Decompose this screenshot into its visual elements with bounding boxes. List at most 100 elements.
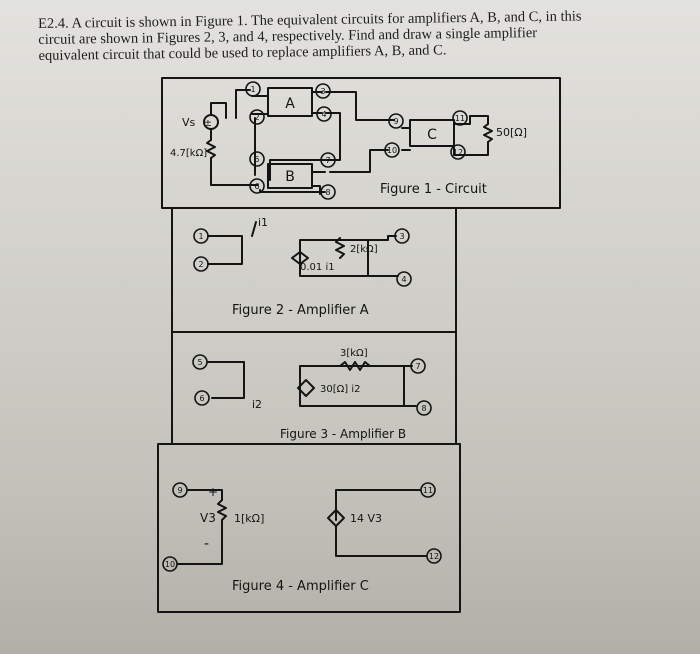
node-label: 8	[325, 188, 330, 197]
figure3-caption: Figure 3 - Amplifier B	[280, 427, 406, 441]
node-label: 12	[429, 552, 439, 561]
fig4-node-12	[426, 548, 442, 564]
figure1-frame	[161, 77, 561, 209]
current-i1-label: i1	[258, 216, 268, 229]
fig4-node-11	[420, 482, 436, 498]
amp-c-box	[409, 119, 455, 147]
amp-b-box	[267, 163, 313, 189]
node-markers	[162, 81, 468, 572]
source-label: Vs	[182, 116, 196, 129]
node-3	[315, 83, 331, 99]
node-label: 12	[453, 148, 463, 157]
node-5	[249, 151, 265, 167]
voltage-v3-label: V3	[200, 511, 216, 525]
node-1	[245, 81, 261, 97]
node-4	[316, 106, 332, 122]
load-resistor	[483, 123, 493, 143]
amp-c-input-wire	[187, 489, 223, 501]
node-7	[320, 152, 336, 168]
node-label: 1	[250, 85, 255, 94]
wire	[329, 149, 389, 173]
node-11	[452, 110, 468, 126]
node-10	[384, 142, 400, 158]
node-label: 1	[198, 232, 203, 241]
node-label: 2	[198, 260, 203, 269]
node-label: 9	[393, 117, 398, 126]
amp-a-box	[267, 87, 313, 117]
node-6	[249, 178, 265, 194]
node-12	[450, 144, 466, 160]
load-label: 50[Ω]	[496, 126, 527, 139]
dependent-source-label: 30[Ω] i2	[320, 384, 361, 395]
wire	[335, 525, 427, 557]
amp-a-resistor	[335, 237, 345, 259]
amp-a-resistor-label: 2[kΩ]	[350, 244, 378, 255]
node-label: 6	[199, 394, 204, 403]
dependent-source-label: 0.01 i1	[300, 262, 335, 273]
node-label: 10	[387, 146, 397, 155]
node-label: 8	[421, 404, 426, 413]
amp-c-label: C	[427, 127, 437, 143]
wire	[177, 519, 223, 565]
dependent-current-source	[291, 251, 309, 265]
fig3-node-5	[192, 354, 208, 370]
fig2-node-4	[396, 271, 412, 287]
node-9	[388, 113, 404, 129]
figure1-caption: Figure 1 - Circuit	[380, 182, 487, 197]
source-polarity: ±	[204, 118, 212, 129]
wire	[367, 235, 397, 241]
source-resistor-label: 4.7[kΩ]	[170, 148, 207, 159]
node-label: 5	[197, 358, 202, 367]
plus-sign: +	[208, 485, 218, 499]
node-label: 2	[254, 113, 259, 122]
fig3-node-7	[410, 358, 426, 374]
fig4-node-9	[172, 482, 188, 498]
current-arrow	[251, 221, 257, 237]
figure2-caption: Figure 2 - Amplifier A	[232, 303, 369, 318]
minus-sign: -	[204, 536, 209, 552]
amp-b-label: B	[285, 169, 295, 185]
node-label: 10	[165, 560, 175, 569]
dependent-source-label: 14 V3	[350, 512, 382, 525]
amp-b-input-wire	[207, 361, 245, 399]
node-label: 3	[399, 232, 404, 241]
node-label: 4	[401, 275, 406, 284]
figure4-caption: Figure 4 - Amplifier C	[232, 579, 369, 594]
source-resistor	[206, 139, 216, 159]
amp-c-resistor	[217, 499, 227, 521]
dependent-voltage-source	[297, 379, 315, 397]
node-label: 7	[415, 362, 420, 371]
node-label: 5	[254, 155, 259, 164]
node-8	[320, 184, 336, 200]
fig2-node-3	[394, 228, 410, 244]
amp-a-label: A	[285, 96, 295, 112]
node-label: 3	[320, 87, 325, 96]
fig2-node-1	[193, 228, 209, 244]
node-2	[249, 109, 265, 125]
wire	[453, 141, 489, 156]
fig3-node-6	[194, 390, 210, 406]
wire	[259, 189, 326, 193]
amp-a-output-loop	[299, 239, 369, 277]
node-label: 6	[254, 182, 259, 191]
fig3-node-8	[416, 400, 432, 416]
amp-a-input-wire	[207, 235, 243, 265]
amp-c-resistor-label: 1[kΩ]	[234, 512, 264, 525]
fig2-node-2	[193, 256, 209, 272]
wire	[269, 112, 341, 181]
node-label: 9	[177, 486, 182, 495]
wire	[325, 91, 395, 121]
node-label: 11	[455, 114, 465, 123]
amp-b-resistor-label: 3[kΩ]	[340, 348, 368, 359]
current-i2-label: i2	[252, 398, 262, 411]
node-label: 11	[423, 486, 433, 495]
node-label: 7	[325, 156, 330, 165]
node-label: 4	[321, 110, 326, 119]
figure4-frame	[157, 443, 461, 613]
fig4-node-10	[162, 556, 178, 572]
amp-b-resistor	[339, 361, 371, 371]
wire	[210, 102, 227, 119]
wire	[210, 157, 259, 186]
